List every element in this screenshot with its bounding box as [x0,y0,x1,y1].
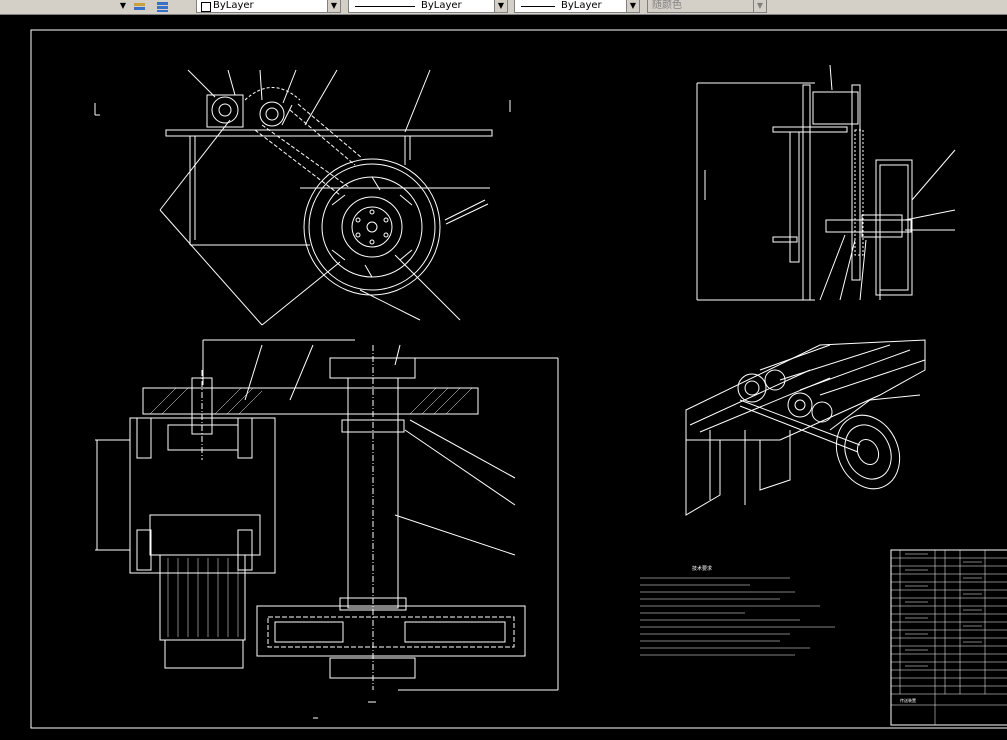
title-block: 传送装置 [890,549,1007,726]
chevron-down-icon[interactable]: ▼ [494,0,507,12]
layer-previous-icon[interactable] [155,0,171,13]
isometric-view [685,339,926,516]
layer-dropdown-tail[interactable]: ▼ [0,0,128,13]
color-control-value: ByLayer [213,0,254,11]
chevron-down-icon[interactable]: ▼ [119,1,126,10]
linetype-preview [355,6,415,7]
lineweight-control-value: ByLayer [561,0,602,11]
section-view-shaft [95,339,559,691]
drawing-canvas[interactable]: 技术要求 [0,15,1007,740]
chevron-down-icon[interactable]: ▼ [327,0,340,12]
linetype-control-dropdown[interactable]: ByLayer ▼ [348,0,508,13]
plotstyle-control-value: 随颜色 [652,0,682,11]
technical-requirements: 技术要求 [640,565,835,656]
side-view-assembly [696,64,956,301]
chevron-down-icon[interactable]: ▼ [626,0,639,12]
linetype-control-value: ByLayer [421,0,462,11]
properties-toolbar: ▼ ByLayer ▼ ByLayer ▼ ByLayer ▼ 随颜色 ▼ [0,0,1007,15]
lineweight-preview [521,6,555,7]
layer-states-icon[interactable] [132,0,148,13]
plotstyle-control-dropdown: 随颜色 ▼ [647,0,767,13]
front-view-chain-drive [94,69,511,326]
color-control-dropdown[interactable]: ByLayer ▼ [196,0,341,13]
lineweight-control-dropdown[interactable]: ByLayer ▼ [514,0,640,13]
color-swatch-icon [201,2,211,12]
tech-requirements-title: 技术要求 [692,565,712,572]
chevron-down-icon: ▼ [753,0,766,12]
title-block-name: 传送装置 [900,697,916,703]
drawing-border [30,29,1007,729]
